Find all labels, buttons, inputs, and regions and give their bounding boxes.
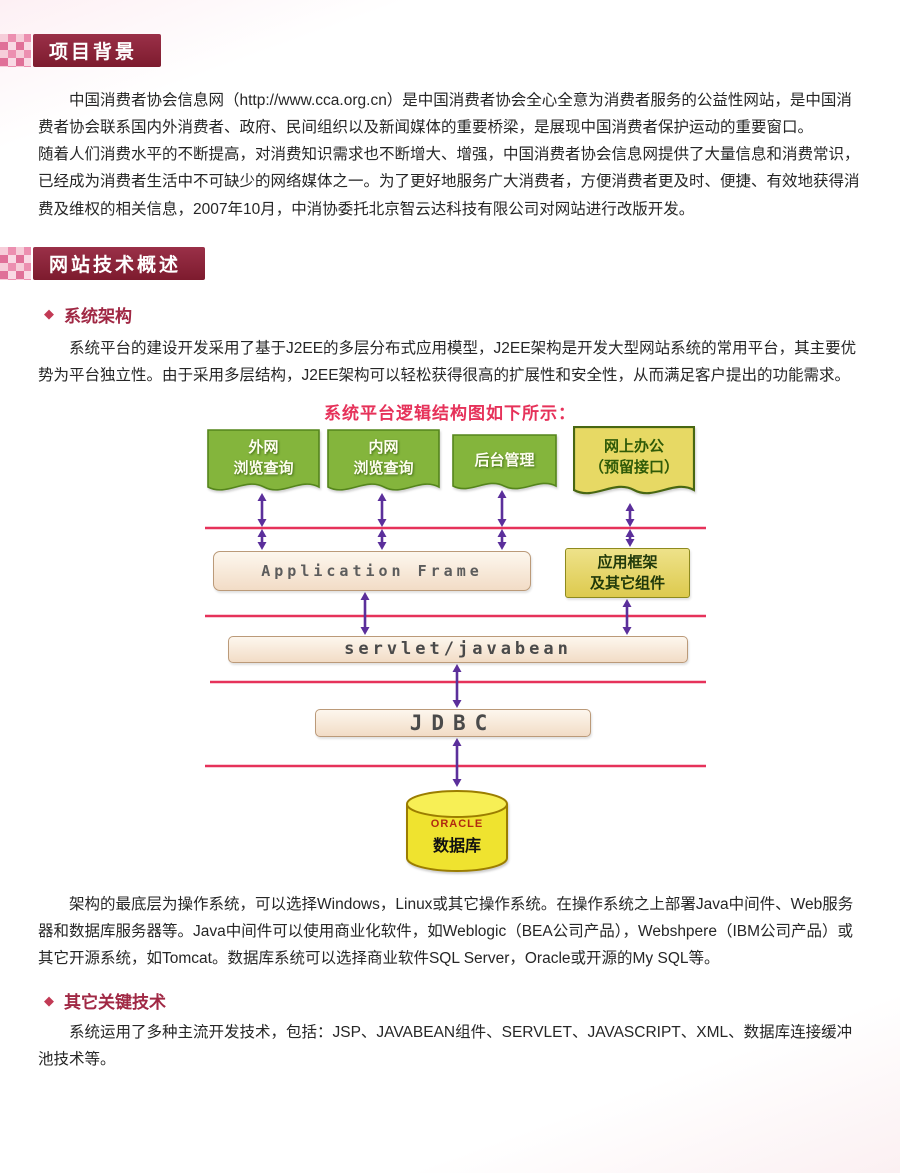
diagram-box-application-frame: Application Frame bbox=[213, 550, 531, 591]
arrow-head-icon bbox=[625, 528, 635, 537]
checker-pattern-icon bbox=[0, 246, 31, 280]
other-tech-text-block: 系统运用了多种主流开发技术，包括：JSP、JAVABEAN组件、SERVLET、… bbox=[38, 1019, 862, 1073]
diamond-bullet-icon: ◆ bbox=[44, 992, 54, 1008]
subsection-other-tech-heading: ◆ 其它关键技术 bbox=[44, 988, 862, 1013]
diagram-box-backend-admin: 后台管理 bbox=[452, 434, 557, 504]
subsection-title: 系统架构 bbox=[64, 306, 132, 326]
arrow-head-icon bbox=[625, 538, 635, 547]
document-shape bbox=[573, 425, 695, 495]
checker-pattern-icon bbox=[0, 34, 31, 67]
arrow-head-icon bbox=[497, 528, 507, 537]
arrow-head-icon bbox=[625, 518, 635, 527]
section-header-tech-overview: 网站技术概述 bbox=[0, 246, 900, 280]
diamond-bullet-icon: ◆ bbox=[44, 306, 54, 322]
section-title: 网站技术概述 bbox=[49, 254, 182, 276]
architecture-diagram: 外网 浏览查询 内网 浏览查询 后台管理 网上办公 （预留接口） Applica… bbox=[0, 425, 900, 881]
arrow-head-icon bbox=[452, 663, 462, 672]
section-title: 项目背景 bbox=[49, 42, 138, 63]
diagram-database-cylinder: ORACLE 数据库 bbox=[404, 788, 510, 876]
diagram-box-servlet-javabean: servlet/javabean bbox=[228, 635, 688, 663]
diagram-box-label: 外网 浏览查询 bbox=[233, 438, 294, 477]
arrow-head-icon bbox=[360, 591, 370, 600]
arrow-head-icon bbox=[377, 541, 387, 550]
arrow-head-icon bbox=[377, 518, 387, 527]
diagram-box-online-office: 网上办公 （预留接口） bbox=[573, 425, 695, 510]
arrow-head-icon bbox=[257, 492, 267, 501]
database-name-label: 数据库 bbox=[432, 837, 481, 855]
arrow-head-icon bbox=[622, 598, 632, 607]
arrow-head-icon bbox=[257, 541, 267, 550]
diagram-box-label: 后台管理 bbox=[474, 451, 535, 469]
diagram-box-app-framework-components: 应用框架 及其它组件 bbox=[565, 547, 690, 598]
paragraph-intro-2: 随着人们消费水平的不断提高，对消费知识需求也不断增大、增强，中国消费者协会信息网… bbox=[38, 146, 860, 218]
arrow-head-icon bbox=[257, 528, 267, 537]
architecture-text-block: 系统平台的建设开发采用了基于J2EE的多层分布式应用模型，J2EE架构是开发大型… bbox=[38, 335, 862, 389]
intro-text-block: 中国消费者协会信息网（http://www.cca.org.cn）是中国消费者协… bbox=[38, 87, 862, 223]
arrow-head-icon bbox=[257, 518, 267, 527]
arrow-head-icon bbox=[497, 518, 507, 527]
paragraph-architecture-bottom: 架构的最底层为操作系统，可以选择Windows，Linux或其它操作系统。在操作… bbox=[38, 895, 854, 968]
database-cylinder-icon bbox=[406, 789, 508, 872]
arrow-head-icon bbox=[625, 502, 635, 511]
arrow-head-icon bbox=[622, 626, 632, 635]
arrow-head-icon bbox=[497, 541, 507, 550]
document-shape bbox=[207, 429, 320, 491]
arrow-head-icon bbox=[497, 489, 507, 498]
arrow-head-icon bbox=[360, 626, 370, 635]
section-header-project-background: 项目背景 bbox=[0, 34, 900, 67]
database-brand-label: ORACLE bbox=[430, 817, 484, 830]
paragraph-architecture: 系统平台的建设开发采用了基于J2EE的多层分布式应用模型，J2EE架构是开发大型… bbox=[38, 339, 857, 384]
subsection-architecture-heading: ◆ 系统架构 bbox=[44, 302, 862, 327]
section-title-bar: 网站技术概述 bbox=[33, 246, 206, 280]
diagram-caption: 系统平台逻辑结构图如下所示： bbox=[324, 403, 576, 423]
diagram-box-jdbc: JDBC bbox=[315, 708, 591, 737]
document-shape bbox=[327, 429, 440, 491]
subsection-title: 其它关键技术 bbox=[64, 993, 166, 1013]
paragraph-intro-1: 中国消费者协会信息网（http://www.cca.org.cn）是中国消费者协… bbox=[38, 92, 852, 137]
section-title-bar: 项目背景 bbox=[33, 34, 162, 67]
arrow-head-icon bbox=[377, 492, 387, 501]
diagram-box-internal-browse: 内网 浏览查询 bbox=[327, 429, 440, 507]
arrow-head-icon bbox=[452, 737, 462, 746]
arrow-head-icon bbox=[452, 699, 462, 708]
document-shape bbox=[452, 434, 557, 490]
architecture-bottom-text-block: 架构的最底层为操作系统，可以选择Windows，Linux或其它操作系统。在操作… bbox=[38, 891, 862, 972]
arrow-head-icon bbox=[377, 528, 387, 537]
arrow-head-icon bbox=[452, 778, 462, 787]
diagram-lines-and-arrows bbox=[205, 489, 706, 787]
diagram-box-label: 网上办公 （预留接口） bbox=[588, 437, 679, 476]
diagram-box-label: 内网 浏览查询 bbox=[353, 438, 414, 477]
diagram-box-external-browse: 外网 浏览查询 bbox=[207, 429, 320, 507]
paragraph-other-tech: 系统运用了多种主流开发技术，包括：JSP、JAVABEAN组件、SERVLET、… bbox=[38, 1024, 853, 1069]
